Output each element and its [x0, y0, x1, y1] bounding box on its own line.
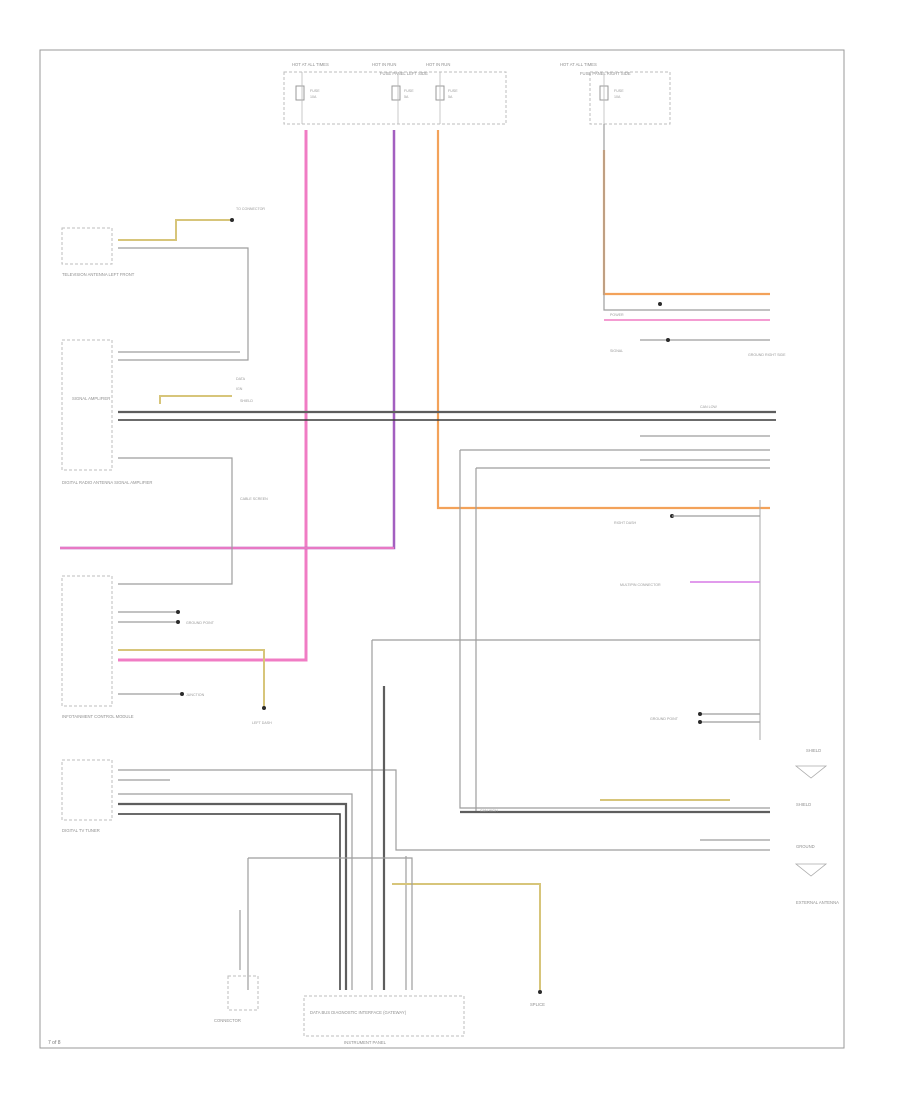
lbl-ground-point-2: GROUND POINT	[650, 717, 679, 721]
component-gateway: DATA BUS DIAGNOSTIC INTERFACE (GATEWAY) …	[303, 995, 465, 1045]
lbl-signal: SIGNAL	[610, 349, 623, 353]
ground-strap-label: GROUND	[796, 844, 815, 849]
radio-unit-label: INFOTAINMENT CONTROL MODULE	[62, 714, 134, 719]
ground-right-label: GROUND RIGHT SIDE	[748, 353, 786, 357]
wire-pink-main	[118, 130, 308, 662]
ground-triangle-1	[794, 765, 828, 779]
lbl-ign: IGN	[236, 387, 243, 391]
lbl-multipin: MULTIPIN CONNECTOR	[620, 583, 661, 587]
connector-label: CONNECTOR	[214, 1018, 241, 1023]
lbl-can-low: CAN LOW	[700, 405, 717, 409]
component-tv-tuner: DIGITAL TV TUNER	[61, 759, 770, 990]
wire-orange-top	[602, 150, 770, 296]
ground-stack: SHIELD SHIELD GROUND EXTERNAL ANTENNA	[794, 748, 839, 905]
lbl-ground-point-1: GROUND POINT	[186, 621, 215, 625]
fuse-1-label: FUSE	[310, 89, 320, 93]
antenna-module-label: SIGNAL AMPLIFIER	[72, 396, 110, 401]
fuse-box-left-label: FUSE PANEL LEFT SIDE	[380, 71, 428, 76]
wire-right-fuse-down	[603, 124, 770, 311]
fuse-1-rating: 10A	[310, 95, 317, 99]
component-antenna-module: SIGNAL AMPLIFIER DIGITAL RADIO ANTENNA S…	[61, 339, 776, 585]
fuse-box-left: HOT AT ALL TIMES HOT IN RUN HOT IN RUN F…	[283, 62, 507, 125]
gateway-sub-label: INSTRUMENT PANEL	[344, 1040, 387, 1045]
gateway-label: DATA BUS DIAGNOSTIC INTERFACE (GATEWAY)	[310, 1010, 407, 1015]
lbl-can-high: CAN HIGH	[480, 809, 498, 813]
component-connector: CONNECTOR	[214, 975, 259, 1023]
fuse-box-left-header3: HOT IN RUN	[426, 62, 450, 67]
splice-1-label: SPLICE	[530, 1002, 545, 1007]
splice-dot	[230, 218, 234, 222]
right-bus: RIGHT DASH MULTIPIN CONNECTOR GROUND POI…	[459, 405, 770, 841]
fuse-3-rating: 5A	[448, 95, 453, 99]
lbl-cable-screen: CABLE SCREEN	[240, 497, 268, 501]
fuse-symbol-2	[391, 85, 401, 101]
fuse-3-label: FUSE	[448, 89, 458, 93]
fuse-box-left-header1: HOT AT ALL TIMES	[292, 62, 329, 67]
fuse-2-rating: 5A	[404, 95, 409, 99]
top-right-labels: POWER SIGNAL GROUND RIGHT SIDE TO CONNEC…	[236, 207, 786, 391]
lbl-shield-1: SHIELD	[240, 399, 253, 403]
antenna-booster-label: DIGITAL RADIO ANTENNA SIGNAL AMPLIFIER	[62, 480, 152, 485]
component-splice: SPLICE	[530, 990, 545, 1007]
external-antenna-label: EXTERNAL ANTENNA	[796, 900, 839, 905]
lbl-data: DATA	[236, 377, 246, 381]
component-radio-unit: INFOTAINMENT CONTROL MODULE GROUND POINT…	[61, 575, 272, 725]
wire-purple-main	[60, 130, 396, 550]
fuse-box-right-label: FUSE PANEL RIGHT SIDE	[580, 71, 631, 76]
shield-a-label: SHIELD	[806, 748, 821, 753]
lbl-right-dash: RIGHT DASH	[614, 521, 637, 525]
diagram-frame	[39, 49, 845, 1049]
fuse-symbol-1	[295, 85, 305, 101]
tv-antenna-fl-label: TELEVISION ANTENNA LEFT FRONT	[62, 272, 135, 277]
fuse-box-left-header2: HOT IN RUN	[372, 62, 396, 67]
tv-tuner-label: DIGITAL TV TUNER	[62, 828, 100, 833]
fuse-4-label: FUSE	[614, 89, 624, 93]
fuse-box-right-header: HOT AT ALL TIMES	[560, 62, 597, 67]
lbl-to-connector: TO CONNECTOR	[236, 207, 265, 211]
ground-triangle-2	[794, 863, 828, 877]
fuse-4-rating: 10A	[614, 95, 621, 99]
page-number: 7 of 8	[48, 1040, 61, 1046]
gateway-feed-wires	[239, 639, 760, 990]
wire-orange-main	[436, 130, 770, 510]
component-tv-antenna-fl: TELEVISION ANTENNA LEFT FRONT	[61, 218, 249, 361]
fuse-box-right: HOT AT ALL TIMES FUSE PANEL RIGHT SIDE F…	[560, 62, 671, 125]
lbl-junction-1: JUNCTION	[186, 693, 205, 697]
lbl-left-dash: LEFT DASH	[252, 721, 272, 725]
shield-b-label: SHIELD	[796, 802, 811, 807]
lbl-power: POWER	[610, 313, 624, 317]
fuse-2-label: FUSE	[404, 89, 414, 93]
